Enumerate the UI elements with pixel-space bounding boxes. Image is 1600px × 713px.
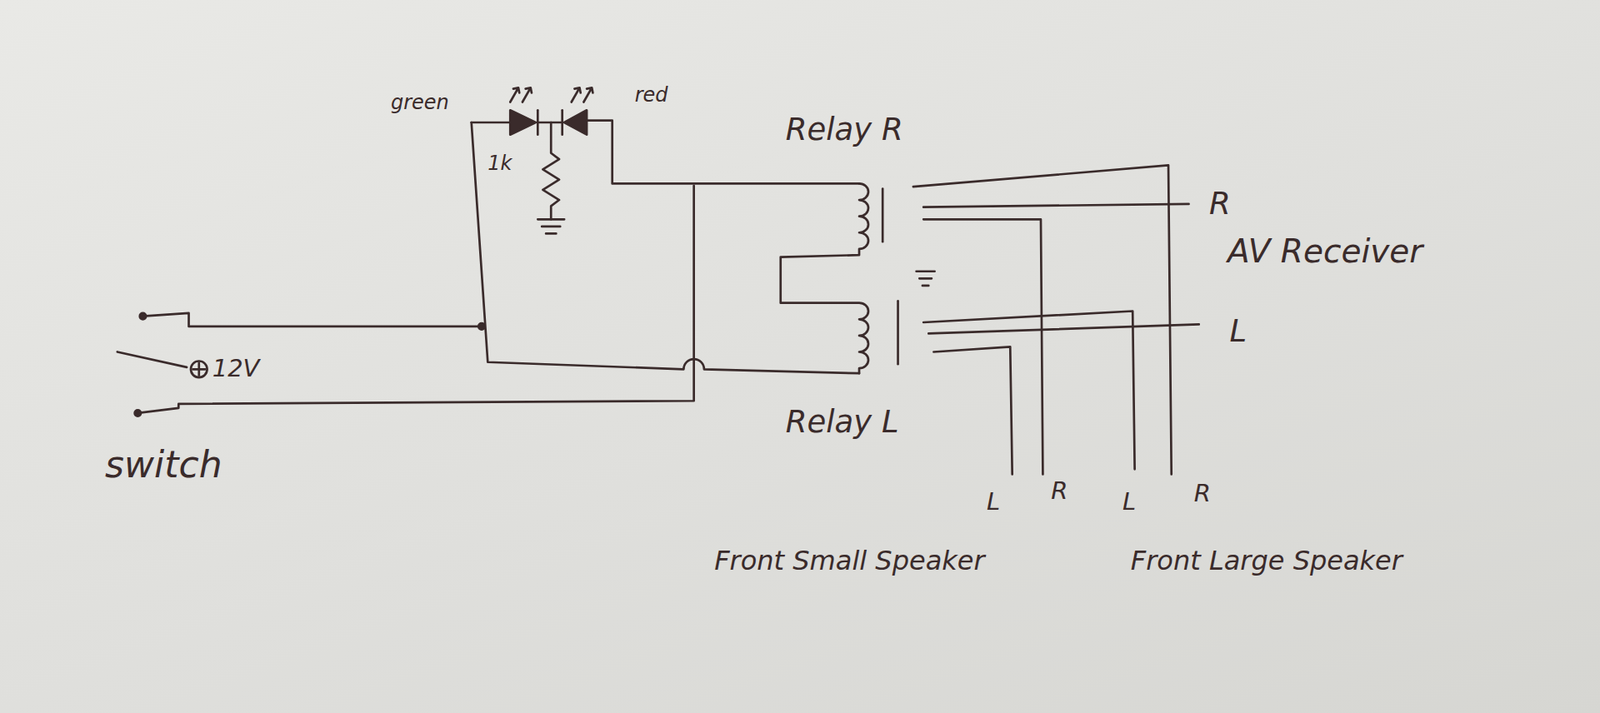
ground-symbol xyxy=(916,271,935,286)
voltage-label: 12V xyxy=(212,355,260,383)
wire xyxy=(913,165,1172,475)
channel-label: R xyxy=(1050,478,1068,505)
wire xyxy=(923,219,1043,475)
resistor-symbol xyxy=(542,122,560,220)
speaker-label: Front Large Speaker xyxy=(1130,546,1403,576)
speaker-label: Front Small Speaker xyxy=(714,546,985,576)
channel-label: L xyxy=(1230,315,1248,350)
led-symbol xyxy=(471,87,539,135)
wire xyxy=(923,204,1189,208)
channel-label: R xyxy=(1194,480,1211,508)
channel-label: L xyxy=(1122,489,1136,516)
relay-label: Relay R xyxy=(785,113,904,148)
led-symbol xyxy=(562,87,594,135)
switch-label: switch xyxy=(105,445,222,485)
led-label: green xyxy=(390,91,450,114)
wire xyxy=(933,346,1012,475)
ground-symbol xyxy=(537,219,565,234)
relay-coil xyxy=(780,183,899,374)
switch-symbol xyxy=(117,313,208,417)
wire xyxy=(137,185,694,414)
wire xyxy=(923,311,1135,470)
channel-label: L xyxy=(986,489,1000,516)
resistor-value: 1k xyxy=(487,152,512,175)
device-label: AV Receiver xyxy=(1227,234,1423,270)
channel-label: R xyxy=(1209,187,1231,222)
wire xyxy=(928,324,1199,334)
wire xyxy=(471,122,860,374)
led-label: red xyxy=(635,84,669,106)
wire xyxy=(142,313,482,327)
relay-label: Relay L xyxy=(785,405,900,440)
wire xyxy=(537,121,561,125)
